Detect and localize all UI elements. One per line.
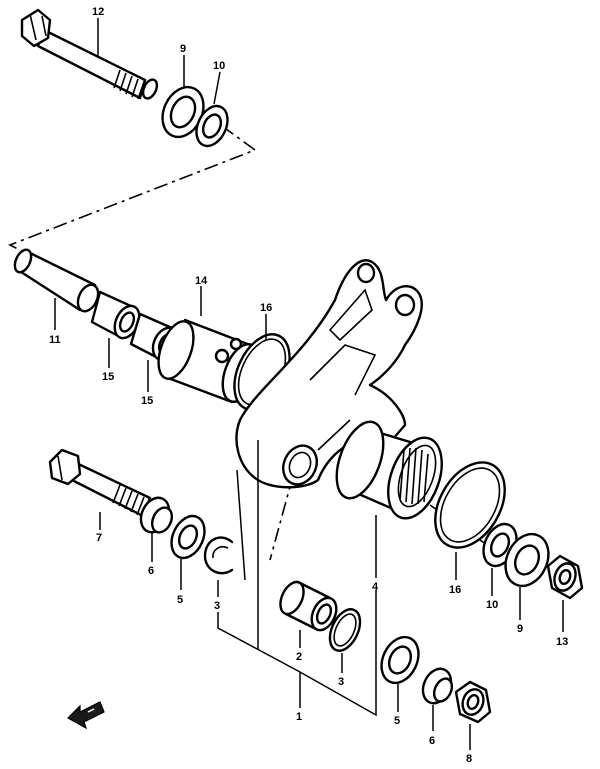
label-4: 4 (372, 581, 379, 593)
part-15-bearing-left (90, 290, 141, 340)
label-15-left: 15 (102, 371, 114, 383)
part-9-seal-lower (504, 532, 550, 588)
part-5-washer-left (170, 514, 206, 560)
part-13-nut (546, 554, 584, 600)
label-1: 1 (296, 711, 302, 723)
part-11-spacer (13, 248, 100, 313)
label-3-left: 3 (214, 600, 220, 612)
part-6-collar-right (421, 667, 454, 705)
part-10-washer-top (195, 104, 229, 148)
label-12: 12 (92, 6, 104, 18)
label-9-lower: 9 (517, 623, 523, 635)
label-15-right: 15 (141, 395, 153, 407)
part-3-circlip-center (328, 608, 362, 652)
label-3-center: 3 (338, 676, 344, 688)
label-9-top: 9 (180, 43, 186, 55)
label-6-left: 6 (148, 565, 154, 577)
label-5-right: 5 (394, 715, 400, 727)
label-2: 2 (296, 651, 302, 663)
label-5-left: 5 (177, 594, 183, 606)
label-11: 11 (49, 334, 61, 346)
label-16-lower: 16 (449, 584, 461, 596)
label-8: 8 (466, 753, 472, 765)
leader-lines (54, 18, 564, 750)
label-10-top: 10 (213, 60, 225, 72)
label-10-lower: 10 (486, 599, 498, 611)
part-12-bolt (20, 8, 159, 100)
label-14: 14 (195, 275, 208, 287)
label-7: 7 (96, 532, 102, 544)
part-8-nut (454, 680, 492, 724)
part-16-oring-lower (434, 461, 506, 549)
label-13: 13 (556, 636, 568, 648)
part-2-bushing (279, 580, 338, 632)
part-7-bolt (48, 448, 152, 518)
label-16-upper: 16 (260, 302, 272, 314)
part-4-bearing (335, 420, 443, 520)
part-number-labels: 12 9 10 11 15 15 14 16 7 6 5 3 4 16 10 9… (49, 6, 568, 765)
part-5-washer-right (380, 635, 420, 685)
part-3-circlip-left (203, 536, 234, 575)
arrow-icon (67, 701, 105, 730)
label-6-right: 6 (429, 735, 435, 747)
bolt-thread (113, 69, 145, 100)
part-6-collar-left (139, 496, 174, 534)
